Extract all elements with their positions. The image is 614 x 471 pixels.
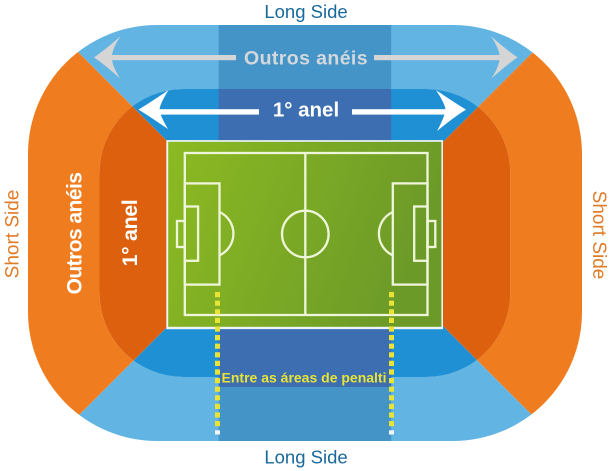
svg-text:Short Side: Short Side: [2, 190, 23, 279]
svg-text:Short Side: Short Side: [588, 191, 609, 280]
svg-text:1° anel: 1° anel: [273, 99, 339, 122]
svg-text:Entre as áreas de penalti: Entre as áreas de penalti: [222, 370, 387, 386]
svg-text:Outros anéis: Outros anéis: [64, 173, 87, 295]
svg-text:Long Side: Long Side: [264, 447, 347, 468]
svg-text:Long Side: Long Side: [264, 1, 347, 22]
svg-text:1° anel: 1° anel: [118, 200, 142, 267]
svg-text:Outros anéis: Outros anéis: [244, 47, 368, 69]
